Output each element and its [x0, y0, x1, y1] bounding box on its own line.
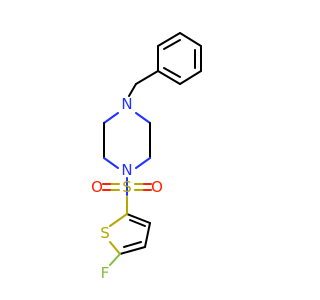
atom-n-top: N [121, 95, 132, 113]
atom-s-thiophene: S [100, 224, 110, 242]
c-f-bond [109, 253, 121, 266]
atom-s-sulfonyl: S [122, 178, 132, 196]
atom-o-right: O [151, 178, 163, 196]
sulfonyl-oxygens [102, 183, 152, 191]
thiophene-ring [109, 213, 151, 255]
benzyl-linker [128, 70, 159, 97]
atom-f: F [101, 264, 110, 282]
piperazine-ring [103, 112, 151, 169]
molecule-diagram: N N S O O S F [91, 32, 202, 282]
atom-n-bottom: N [121, 161, 132, 179]
benzene-ring [157, 32, 202, 85]
atom-o-left: O [91, 178, 103, 196]
